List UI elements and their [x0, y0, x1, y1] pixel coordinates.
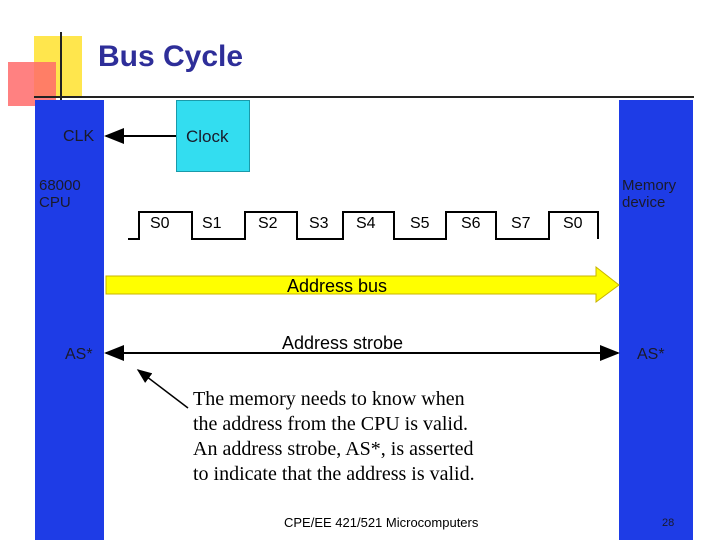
memory-block	[619, 100, 693, 540]
title-underline	[34, 96, 694, 98]
memory-as-label: AS*	[637, 346, 665, 363]
clock-waveform	[128, 211, 599, 240]
address-bus-label: Address bus	[287, 276, 388, 296]
state-label-s6: S6	[461, 215, 481, 232]
state-label-s0: S0	[150, 215, 170, 232]
memory-name-line2: device	[622, 194, 666, 211]
address-bus-arrow	[105, 265, 620, 303]
page-number: 28	[662, 517, 675, 529]
state-label-s1: S1	[202, 215, 222, 232]
cpu-block	[35, 100, 104, 540]
memory-name-line1: Memory	[622, 177, 677, 194]
slide-footer: CPE/EE 421/521 Microcomputers	[284, 515, 479, 530]
note-line-2: the address from the CPU is valid.	[193, 413, 468, 435]
slide-title: Bus Cycle	[98, 40, 244, 73]
state-label-s2: S2	[258, 215, 278, 232]
clock-label: Clock	[186, 127, 229, 146]
state-label-s4: S4	[356, 215, 376, 232]
clock-box	[176, 100, 250, 172]
cpu-as-label: AS*	[65, 346, 93, 363]
note-pointer-arrow	[136, 369, 189, 409]
cpu-clk-label: CLK	[63, 128, 95, 145]
state-label-s5: S5	[410, 215, 430, 232]
note-line-3: An address strobe, AS*, is asserted	[193, 438, 474, 460]
decorative-vertical-line	[60, 32, 62, 108]
state-label-s7: S7	[511, 215, 531, 232]
decorative-red-square	[8, 62, 56, 106]
explanation-note: The memory needs to know when the addres…	[193, 387, 593, 487]
state-label-s3: S3	[309, 215, 329, 232]
cpu-name-line1: 68000	[39, 177, 81, 194]
cpu-name-line2: CPU	[39, 194, 71, 211]
address-strobe-label: Address strobe	[282, 333, 404, 353]
note-line-4: to indicate that the address is valid.	[193, 463, 475, 485]
note-line-1: The memory needs to know when	[193, 388, 465, 410]
state-label-s0-end: S0	[563, 215, 583, 232]
